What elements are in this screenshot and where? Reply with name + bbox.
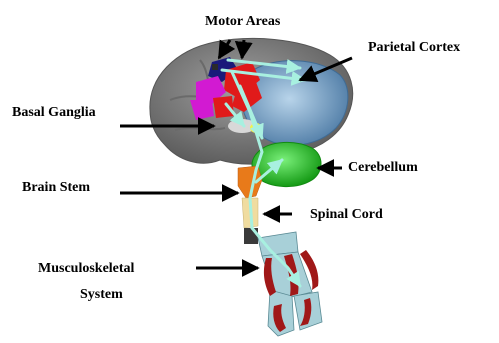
label-spinal-cord: Spinal Cord bbox=[310, 207, 383, 223]
label-brain-stem: Brain Stem bbox=[22, 180, 90, 196]
label-motor-areas: Motor Areas bbox=[205, 14, 280, 30]
label-musculoskeletal-line1: Musculoskeletal bbox=[38, 261, 134, 277]
label-basal-ganglia: Basal Ganglia bbox=[12, 105, 96, 121]
label-cerebellum: Cerebellum bbox=[348, 160, 418, 176]
label-musculoskeletal-line2: System bbox=[80, 287, 123, 303]
label-parietal-cortex: Parietal Cortex bbox=[368, 40, 460, 56]
